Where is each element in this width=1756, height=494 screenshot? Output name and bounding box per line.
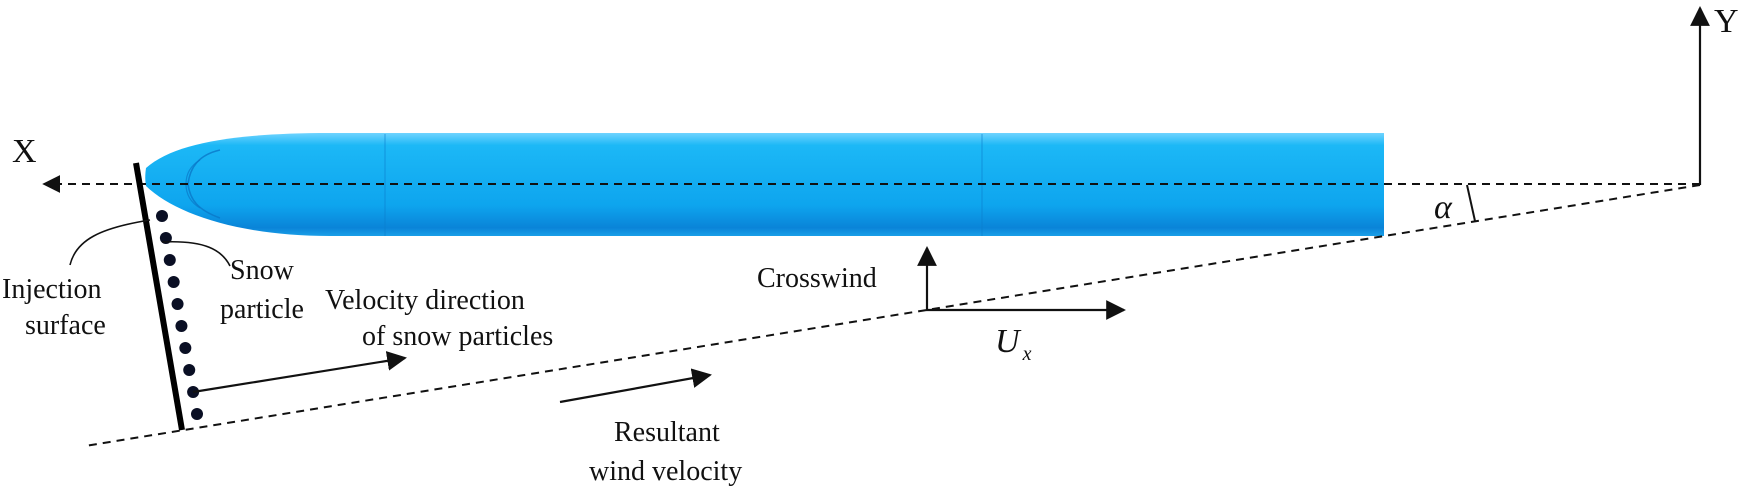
- snow-particle-dot: [175, 320, 188, 332]
- y-axis-label: Y: [1714, 3, 1739, 40]
- snow-particle-dot: [191, 408, 203, 420]
- snow-particle-dot: [183, 364, 196, 376]
- velocity-direction-label-line1: Velocity direction: [325, 285, 525, 316]
- snow-particles: [156, 210, 203, 420]
- snow-particle-label-line1: Snow: [230, 255, 295, 286]
- injection-surface-label-line1: Injection: [2, 274, 102, 305]
- snow-particle-label-line2: particle: [220, 294, 304, 325]
- snow-particle-dot: [163, 254, 176, 266]
- snow-particle-dot: [171, 298, 184, 310]
- snow-particle-dot: [179, 342, 192, 354]
- injection-surface-line: [133, 162, 185, 431]
- alpha-label: α: [1434, 189, 1453, 226]
- injection-leader-line: [69, 219, 151, 266]
- train-model: [145, 133, 1384, 236]
- ux-subscript: x: [1022, 343, 1032, 365]
- velocity-direction-arrow: [192, 351, 407, 394]
- resultant-wind-label-line1: Resultant: [614, 417, 720, 448]
- snow-particle-dot: [167, 276, 180, 288]
- injection-surface-label-line2: surface: [25, 310, 106, 341]
- wind-direction-dashed-line: [84, 184, 1701, 447]
- crosswind-label: Crosswind: [757, 263, 877, 294]
- train-body: [145, 133, 1384, 236]
- snow-particle-leader-line: [161, 240, 231, 267]
- snow-particle-dot: [156, 210, 168, 222]
- resultant-wind-arrow: [559, 368, 712, 404]
- ux-main: U: [995, 323, 1022, 360]
- x-axis-label: X: [12, 133, 37, 170]
- resultant-wind-label-line2: wind velocity: [589, 456, 742, 487]
- alpha-angle-marker: [1466, 184, 1476, 222]
- velocity-direction-label-line2: of snow particles: [362, 321, 553, 352]
